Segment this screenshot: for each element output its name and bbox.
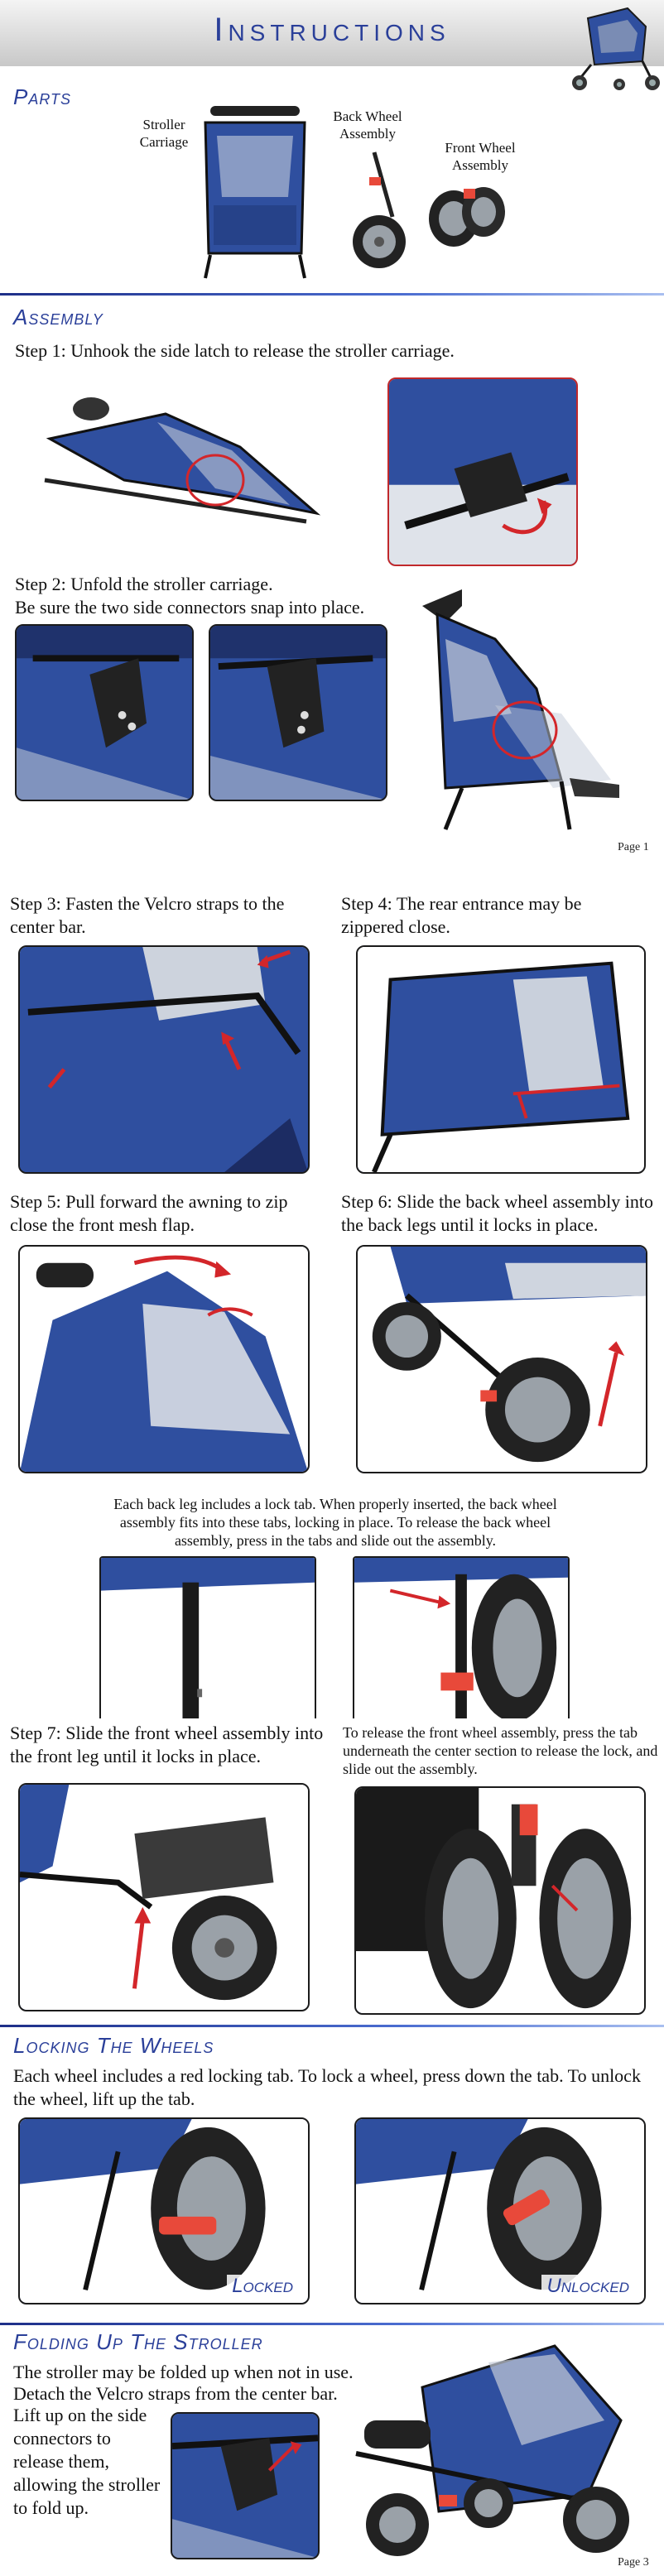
back-leg-image-tube — [99, 1556, 316, 1718]
step-4-image-rear-entrance — [356, 945, 646, 1174]
front-release-image — [354, 1786, 646, 2015]
step-7-image-front-wheel — [18, 1783, 310, 2011]
section-heading-assembly: Assembly — [13, 305, 103, 329]
page-number-3: Page 3 — [618, 2556, 649, 2569]
locking-text: Each wheel includes a red locking tab. T… — [13, 2065, 641, 2109]
folded-stroller-image — [339, 2329, 646, 2561]
step-3-image-velcro — [18, 945, 310, 1174]
fold-connector-image — [171, 2412, 320, 2559]
step-4-text: Step 4: The rear entrance may be zippere… — [341, 893, 582, 937]
step-7-text: Step 7: Slide the front wheel assembly i… — [10, 1723, 324, 1766]
front-release-note: To release the front wheel assembly, pre… — [343, 1724, 658, 1777]
locked-wheel-image: Locked — [18, 2117, 310, 2304]
section-heading-locking: Locking The Wheels — [13, 2033, 214, 2058]
unlocked-label: Unlocked — [541, 2275, 634, 2298]
title-bar — [0, 0, 664, 66]
step-5-text: Step 5: Pull forward the awning to zip c… — [10, 1191, 288, 1235]
step-3-text: Step 3: Fasten the Velcro straps to the … — [10, 893, 285, 937]
back-leg-image-lock-tab — [353, 1556, 570, 1718]
fold-text-line1: The stroller may be folded up when not i… — [13, 2362, 354, 2382]
section-rule-parts — [0, 293, 664, 296]
step-1-text: Step 1: Unhook the side latch to release… — [15, 340, 455, 361]
page-number-1: Page 1 — [618, 841, 649, 853]
step-1-image-carriage — [41, 381, 331, 538]
front-wheel-assembly-image — [421, 177, 512, 252]
part-label-front-wheel: Front Wheel Assembly — [445, 140, 516, 173]
back-leg-note: Each back leg includes a lock tab. When … — [113, 1496, 557, 1549]
section-rule-assembly — [0, 2025, 664, 2027]
back-wheel-assembly-image — [341, 149, 424, 273]
unlocked-wheel-image: Unlocked — [354, 2117, 646, 2304]
section-heading-parts: Parts — [13, 84, 72, 109]
step-6-text: Step 6: Slide the back wheel assembly in… — [341, 1191, 653, 1235]
fold-text-line2: Detach the Velcro straps from the center… — [13, 2383, 338, 2404]
part-label-back-wheel: Back Wheel Assembly — [333, 108, 402, 142]
step-1-image-latch-closeup — [387, 377, 578, 566]
page-title: Instructions — [214, 12, 450, 48]
part-label-stroller-carriage: Stroller Carriage — [139, 117, 189, 150]
step-5-image-awning — [18, 1245, 310, 1473]
stroller-carriage-image — [199, 98, 311, 281]
step-6-image-back-wheel — [356, 1245, 647, 1473]
step-2-image-connector-left — [15, 624, 194, 801]
header-stroller-thumbnail — [570, 2, 661, 91]
step-2-image-connector-right — [209, 624, 387, 801]
step-2-text-line2: Be sure the two side connectors snap int… — [15, 597, 365, 618]
step-2-image-unfolded-stroller — [412, 589, 628, 838]
locked-label: Locked — [227, 2275, 298, 2298]
section-heading-folding: Folding Up The Stroller — [13, 2329, 263, 2354]
step-2-text-line1: Step 2: Unfold the stroller carriage. — [15, 574, 273, 594]
section-rule-locking — [0, 2323, 664, 2325]
fold-text-line3: Lift up on the side connectors to releas… — [13, 2405, 161, 2518]
